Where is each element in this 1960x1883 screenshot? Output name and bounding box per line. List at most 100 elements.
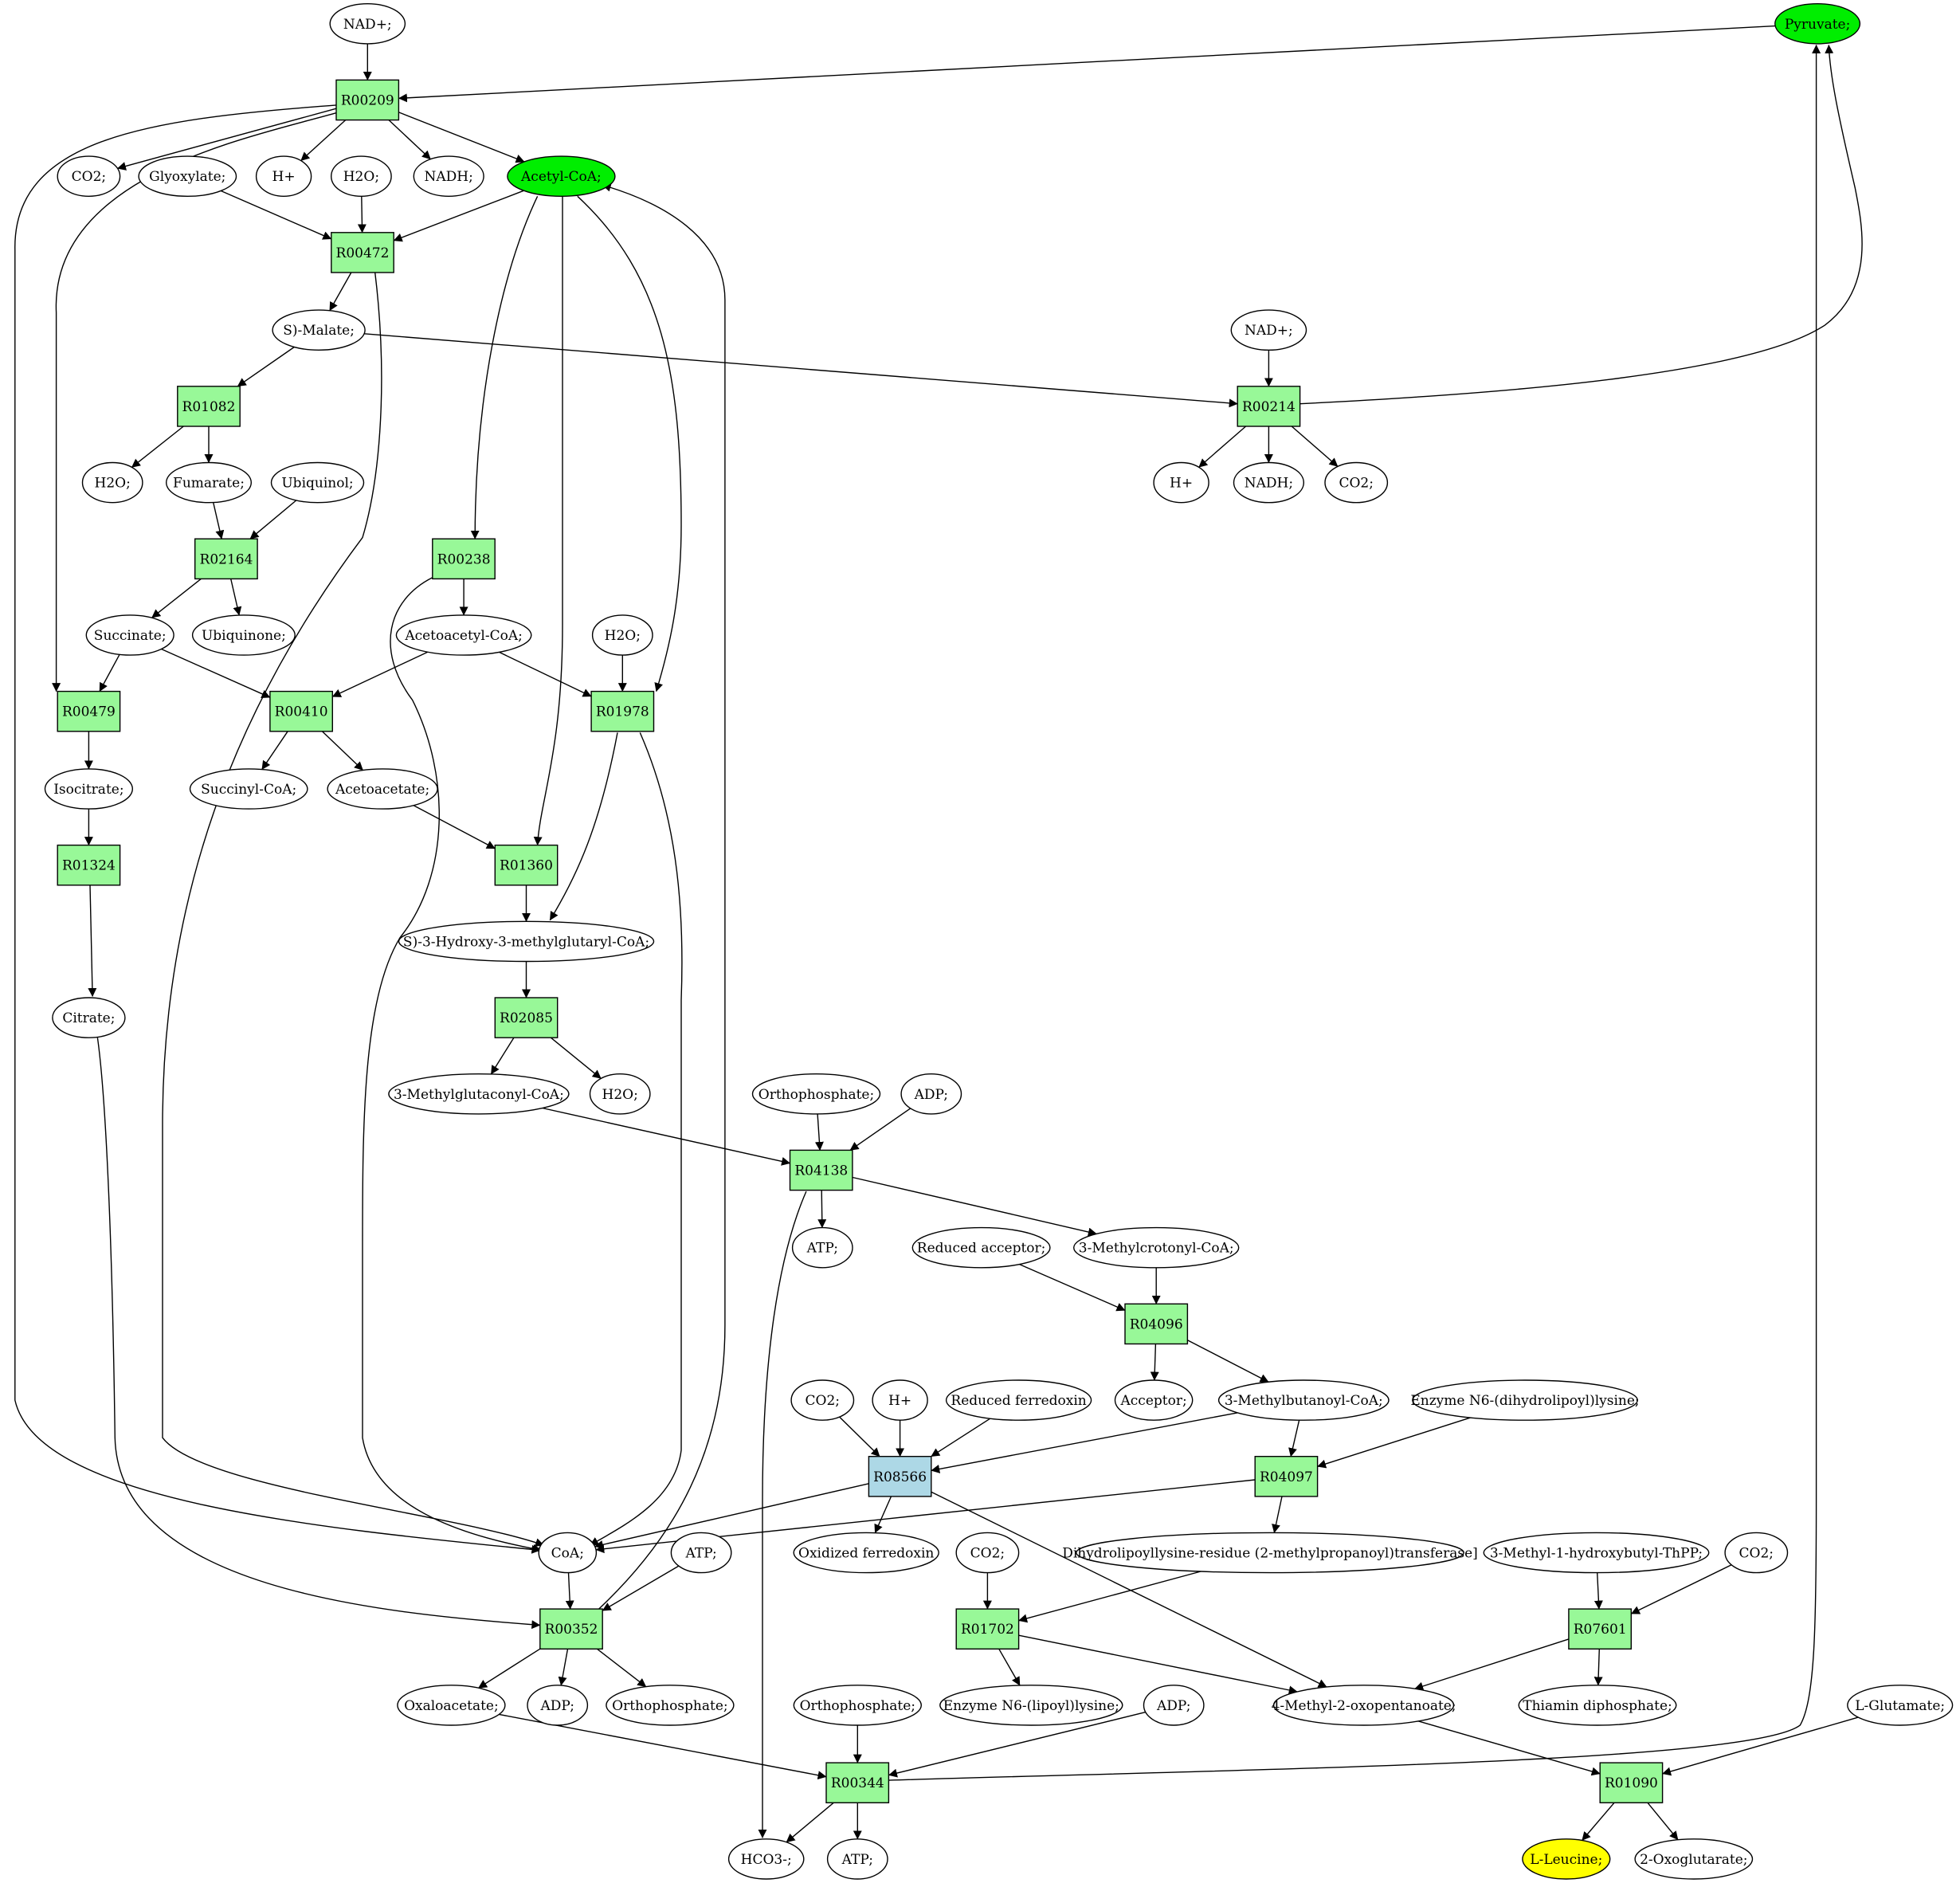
compound-node-citrate[interactable]: Citrate; xyxy=(52,997,126,1038)
reaction-node-R00410[interactable]: R00410 xyxy=(269,690,333,732)
edge-R01090-to-oxoglutarate xyxy=(1647,1802,1679,1841)
edge-R04096-to-methylbutanoylcoa xyxy=(1187,1340,1269,1383)
reaction-node-R02085[interactable]: R02085 xyxy=(494,997,559,1038)
edge-R07601-to-thiamindiphosphate xyxy=(1593,1649,1603,1686)
compound-node-succinylcoa[interactable]: Succinyl-CoA; xyxy=(189,768,308,810)
compound-node-succinate[interactable]: Succinate; xyxy=(85,614,174,656)
compound-node-co2_c[interactable]: CO2; xyxy=(790,1379,855,1421)
compound-node-h2o_a[interactable]: H2O; xyxy=(330,155,392,197)
reaction-label: R04096 xyxy=(1130,1316,1183,1332)
reaction-node-R00352[interactable]: R00352 xyxy=(539,1608,603,1650)
compound-node-atp_c[interactable]: ATP; xyxy=(826,1838,888,1880)
reaction-node-R01702[interactable]: R01702 xyxy=(955,1608,1020,1650)
compound-node-h2o_d[interactable]: H2O; xyxy=(589,1073,651,1115)
edge-glyoxylate-to-R00472 xyxy=(221,190,332,240)
reaction-node-R07601[interactable]: R07601 xyxy=(1568,1608,1633,1650)
reaction-node-R01082[interactable]: R01082 xyxy=(177,386,241,427)
compound-node-glyoxylate[interactable]: Glyoxylate; xyxy=(138,155,237,197)
compound-node-isocitrate[interactable]: Isocitrate; xyxy=(44,768,134,810)
reaction-node-R01324[interactable]: R01324 xyxy=(57,844,121,886)
reaction-node-R00238[interactable]: R00238 xyxy=(432,538,496,580)
compound-ellipse xyxy=(191,614,296,656)
compound-node-nad1[interactable]: NAD+; xyxy=(329,2,406,45)
compound-ellipse xyxy=(1483,1532,1710,1574)
compound-node-lleucine[interactable]: L-Leucine; xyxy=(1522,1838,1611,1880)
compound-node-nad2[interactable]: NAD+; xyxy=(1230,309,1307,351)
compound-ellipse xyxy=(591,614,653,656)
compound-node-hmgcoa[interactable]: S)-3-Hydroxy-3-methylglutaryl-CoA; xyxy=(398,920,655,963)
compound-node-coa[interactable]: CoA; xyxy=(538,1532,598,1574)
compound-node-hplus_c[interactable]: H+ xyxy=(872,1379,928,1421)
compound-node-dihydrolipoyllysine[interactable]: Enzyme N6-(dihydrolipoyl)lysine; xyxy=(1410,1379,1640,1421)
compound-node-lglutamate[interactable]: L-Glutamate; xyxy=(1847,1685,1954,1726)
compound-node-hco3[interactable]: HCO3-; xyxy=(727,1838,805,1880)
compound-label: Orthophosphate; xyxy=(800,1698,915,1714)
compound-node-atp_a[interactable]: ATP; xyxy=(791,1226,853,1269)
compound-node-methylglutaconylcoa[interactable]: 3-Methylglutaconyl-CoA; xyxy=(388,1073,570,1115)
compound-node-acceptor[interactable]: Acceptor; xyxy=(1114,1379,1194,1421)
compound-node-oxoglutarate[interactable]: 2-Oxoglutarate; xyxy=(1634,1838,1754,1880)
compound-node-co2_a[interactable]: CO2; xyxy=(57,155,121,197)
compound-node-ubiquinol[interactable]: Ubiquinol; xyxy=(270,461,365,504)
compound-label: H2O; xyxy=(602,1087,638,1103)
compound-node-lipoyllysine[interactable]: Enzyme N6-(lipoyl)lysine; xyxy=(939,1685,1123,1726)
reaction-node-R02164[interactable]: R02164 xyxy=(194,538,258,580)
compound-node-dihydrolipoyllysineresidue[interactable]: Dihydrolipoyllysine-residue (2-methylpro… xyxy=(1062,1532,1478,1574)
compound-node-acetylcoa[interactable]: Acetyl-CoA; xyxy=(507,155,616,197)
compound-node-nadh_a[interactable]: NADH; xyxy=(413,155,484,197)
compound-ellipse xyxy=(1072,1226,1240,1269)
compound-node-fumarate[interactable]: Fumarate; xyxy=(165,461,252,504)
compound-node-pyruvate[interactable]: Pyruvate; xyxy=(1774,2,1861,45)
compound-node-co2_d[interactable]: CO2; xyxy=(955,1532,1020,1574)
reaction-node-R00214[interactable]: R00214 xyxy=(1237,386,1301,427)
compound-node-co2_e[interactable]: CO2; xyxy=(1724,1532,1789,1574)
compound-node-ubiquinone[interactable]: Ubiquinone; xyxy=(191,614,296,656)
compound-node-thiamindiphosphate[interactable]: Thiamin diphosphate; xyxy=(1518,1685,1677,1726)
reaction-node-R01090[interactable]: R01090 xyxy=(1599,1762,1664,1804)
compound-label: ATP; xyxy=(841,1852,873,1868)
reaction-node-R00209[interactable]: R00209 xyxy=(335,79,400,121)
compound-node-nadh_b[interactable]: NADH; xyxy=(1233,461,1305,504)
reaction-node-R04097[interactable]: R04097 xyxy=(1254,1455,1319,1497)
compound-node-acetoacetate[interactable]: Acetoacetate; xyxy=(327,768,438,810)
compound-node-orthophosphate_c[interactable]: Orthophosphate; xyxy=(793,1685,923,1726)
edge-R00209-to-hplus_a xyxy=(300,120,347,162)
reaction-node-R00344[interactable]: R00344 xyxy=(825,1762,890,1804)
compound-node-methyloxopentanoate[interactable]: 4-Methyl-2-oxopentanoate; xyxy=(1272,1685,1456,1726)
compound-node-atp_b[interactable]: ATP; xyxy=(670,1532,732,1574)
edge-methylbutanoylcoa-to-R08566 xyxy=(931,1412,1238,1473)
compound-node-smalate[interactable]: S)-Malate; xyxy=(272,309,366,351)
reaction-node-R01360[interactable]: R01360 xyxy=(494,844,559,886)
reaction-node-R04096[interactable]: R04096 xyxy=(1124,1303,1189,1345)
compound-node-oxidizedferredoxin[interactable]: Oxidized ferredoxin xyxy=(793,1532,939,1574)
compound-node-hplus_a[interactable]: H+ xyxy=(255,155,312,197)
reaction-node-R08566[interactable]: R08566 xyxy=(868,1455,932,1497)
compound-node-hplus_b[interactable]: H+ xyxy=(1153,461,1209,504)
reaction-node-R00479[interactable]: R00479 xyxy=(57,690,121,732)
edge-R00352-to-adp_b xyxy=(558,1649,569,1686)
reaction-node-R00472[interactable]: R00472 xyxy=(331,232,394,273)
reaction-node-R04138[interactable]: R04138 xyxy=(789,1149,853,1191)
compound-node-methylbutanoylcoa[interactable]: 3-Methylbutanoyl-CoA; xyxy=(1217,1379,1390,1421)
compound-node-oxaloacetate[interactable]: Oxaloacetate; xyxy=(397,1685,506,1726)
reaction-node-R01978[interactable]: R01978 xyxy=(590,690,655,732)
reaction-box xyxy=(1237,386,1301,427)
compound-node-adp_b[interactable]: ADP; xyxy=(527,1685,589,1726)
compound-node-methylcrotonylcoa[interactable]: 3-Methylcrotonyl-CoA; xyxy=(1072,1226,1240,1269)
compound-node-orthophosphate_a[interactable]: Orthophosphate; xyxy=(751,1073,881,1115)
compound-node-adp_a[interactable]: ADP; xyxy=(900,1073,962,1115)
compound-node-adp_c[interactable]: ADP; xyxy=(1143,1685,1205,1726)
compound-label: Acceptor; xyxy=(1120,1393,1187,1409)
compound-node-co2_b[interactable]: CO2; xyxy=(1324,461,1389,504)
compound-ellipse xyxy=(138,155,237,197)
compound-label: 3-Methylglutaconyl-CoA; xyxy=(394,1087,564,1103)
compound-node-orthophosphate_b[interactable]: Orthophosphate; xyxy=(606,1685,735,1726)
compound-node-h2o_c[interactable]: H2O; xyxy=(591,614,653,656)
compound-node-acetoacetylcoa[interactable]: Acetoacetyl-CoA; xyxy=(395,614,532,656)
edge-acetylcoa-to-R00238 xyxy=(470,195,539,539)
compound-node-h2o_b[interactable]: H2O; xyxy=(81,461,143,504)
compound-node-reducedacceptor[interactable]: Reduced acceptor; xyxy=(911,1226,1051,1269)
compound-node-reducedferredoxin[interactable]: Reduced ferredoxin xyxy=(945,1379,1092,1421)
compound-node-methylhydroxybutylthpp[interactable]: 3-Methyl-1-hydroxybutyl-ThPP; xyxy=(1483,1532,1710,1574)
reaction-label: R00472 xyxy=(336,245,390,261)
